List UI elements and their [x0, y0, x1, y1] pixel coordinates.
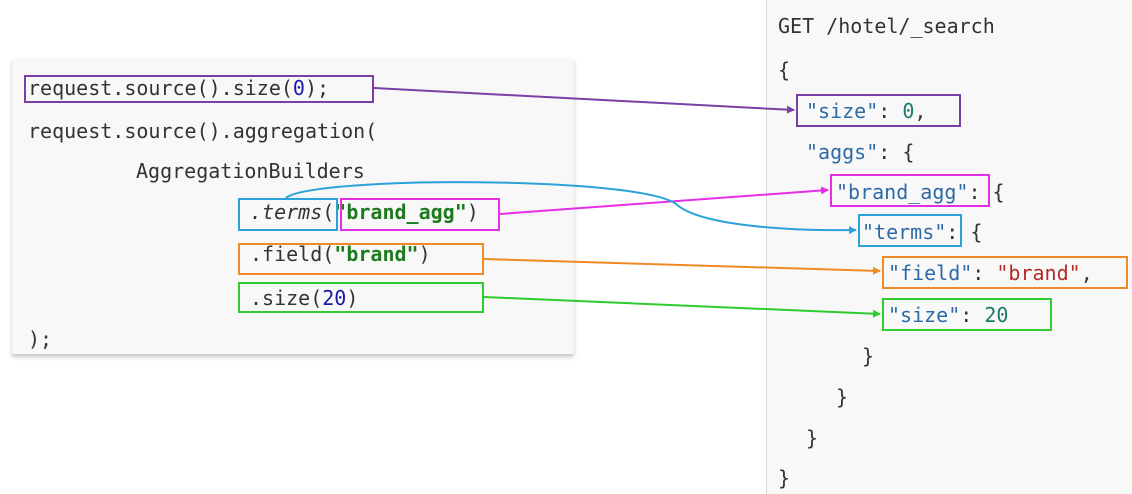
java-inner-size-highlight — [238, 282, 484, 313]
dsl-line-field: "field": "brand", — [888, 259, 1093, 287]
java-line-aggregation-builders: AggregationBuilders — [136, 159, 365, 183]
java-field-close-paren: ) — [418, 242, 431, 266]
dsl-terms-highlight — [858, 214, 962, 247]
dsl-inner-size-highlight — [882, 298, 1052, 331]
dsl-field-key: "field" — [888, 261, 973, 285]
dsl-field-colon: : — [972, 261, 997, 285]
java-terms-highlight — [238, 198, 338, 231]
java-size-highlight — [24, 75, 374, 103]
dsl-inner-size-key: "size" — [888, 303, 961, 327]
dsl-size-value: 0 — [902, 99, 915, 123]
dsl-field-value: "brand" — [996, 261, 1081, 285]
java-inner-size-value: 20 — [322, 286, 347, 310]
dsl-code-panel — [766, 0, 1132, 494]
dsl-terms-rest: : { — [946, 220, 983, 244]
java-line-aggregation: request.source().aggregation( — [28, 119, 378, 143]
java-line-close: ); — [28, 327, 53, 351]
dsl-field-comma: , — [1080, 261, 1093, 285]
dsl-aggs-rest: : { — [878, 140, 915, 164]
java-size-value: 0 — [292, 76, 305, 100]
dsl-size-key: "size" — [806, 99, 879, 123]
dsl-brand-agg-highlight — [830, 174, 990, 207]
dsl-line-terms: "terms": { — [862, 218, 982, 246]
dsl-brand-agg-rest: : { — [968, 180, 1005, 204]
dsl-line-aggs: "aggs": { — [806, 138, 914, 166]
dsl-close-root: } — [778, 466, 791, 490]
dsl-terms-key: "terms" — [862, 220, 947, 244]
java-field-method: .field( — [250, 242, 335, 266]
dsl-line-brand-agg: "brand_agg": { — [836, 178, 1005, 206]
java-line-inner-size: .size(20) — [250, 284, 358, 312]
dsl-size-highlight — [796, 94, 961, 127]
dsl-open-brace: { — [778, 58, 791, 82]
java-inner-size-close-paren: ) — [346, 286, 359, 310]
dsl-inner-size-value: 20 — [984, 303, 1009, 327]
java-inner-size-method: .size( — [250, 286, 323, 310]
dsl-brand-agg-key: "brand_agg" — [836, 180, 969, 204]
java-brand-string: "brand" — [334, 242, 419, 266]
dsl-size-colon: : — [878, 99, 903, 123]
java-brand-agg-highlight — [340, 198, 500, 231]
java-line-field: .field("brand") — [250, 240, 431, 268]
dsl-size-comma: , — [914, 99, 927, 123]
dsl-aggs-key: "aggs" — [806, 140, 879, 164]
dsl-request-line: GET /hotel/_search — [778, 14, 995, 38]
dsl-inner-size-colon: : — [960, 303, 985, 327]
dsl-close-terms: } — [862, 344, 875, 368]
java-line-size: request.source().size(0); — [28, 74, 329, 102]
java-field-highlight — [238, 243, 484, 275]
dsl-line-size: "size": 0, — [806, 97, 926, 125]
dsl-line-inner-size: "size": 20 — [888, 301, 1008, 329]
dsl-field-highlight — [882, 256, 1128, 289]
java-size-suffix: ); — [304, 76, 330, 100]
java-size-call: request.source().size( — [28, 76, 293, 100]
dsl-close-brand-agg: } — [836, 385, 849, 409]
dsl-close-aggs: } — [806, 426, 819, 450]
